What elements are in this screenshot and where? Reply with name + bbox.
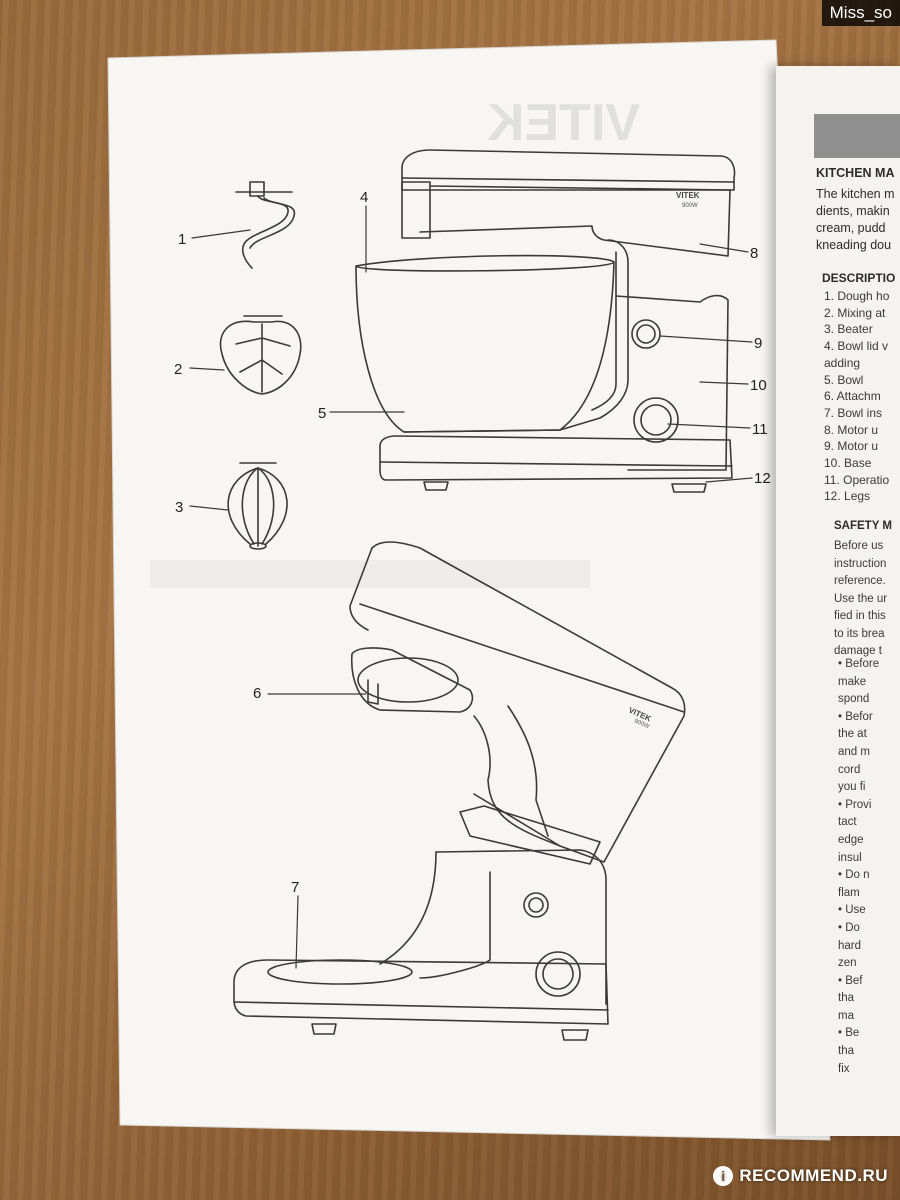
recommend-logo-icon: i	[713, 1166, 734, 1186]
list-item: 4. Bowl lid v	[824, 339, 889, 354]
safety-intro: Before us instruction reference. Use the…	[834, 538, 887, 661]
callout-8: 8	[750, 245, 758, 262]
bullet-line: hard	[838, 939, 862, 952]
intro-line: The kitchen m	[816, 187, 895, 201]
list-item: 3. Beater	[824, 322, 873, 337]
bullet-line: • Before	[838, 658, 880, 670]
bullet-line: ma	[838, 1009, 854, 1022]
list-item: adding	[824, 355, 861, 370]
callout-5: 5	[318, 405, 326, 422]
bullet-line: • Provi	[838, 798, 872, 811]
list-item: 7. Bowl ins	[824, 405, 883, 420]
list-item: 6. Attachm	[824, 389, 881, 404]
tilted-mixer-drawing	[233, 541, 686, 1041]
bullet-line: • Befor	[838, 710, 873, 723]
bullet-line: flam	[838, 886, 860, 899]
list-item: 2. Mixing at	[824, 305, 886, 320]
bullet-line: edge	[838, 833, 864, 846]
list-item: 10. Base	[824, 456, 872, 471]
callout-1: 1	[178, 231, 186, 248]
dough-hook-drawing	[235, 181, 296, 269]
callout-7: 7	[291, 879, 299, 896]
bullet-line: • Bef	[838, 974, 863, 987]
power-label-top: 900W	[682, 203, 698, 209]
bullet-line: • Be	[838, 1027, 860, 1040]
intro-paragraph: The kitchen m dients, makin cream, pudd …	[816, 186, 895, 254]
callout-4: 4	[360, 189, 368, 206]
safety-title: SAFETY M	[834, 520, 892, 532]
bullet-line: • Do n	[838, 869, 870, 882]
safety-bullets: • Before make spond • Befor the at and m…	[838, 656, 879, 1078]
parts-list: 1. Dough ho 2. Mixing at 3. Beater 4. Bo…	[824, 288, 889, 505]
callout-3: 3	[175, 499, 183, 516]
left-page-paper	[107, 39, 831, 1141]
manual-right-page: KITCHEN MA The kitchen m dients, makin c…	[776, 66, 900, 1136]
whisk-drawing	[227, 462, 288, 550]
callout-12: 12	[754, 470, 771, 487]
bullet-line: fix	[838, 1062, 850, 1075]
bullet-line: • Use	[838, 904, 866, 917]
callout-10: 10	[750, 377, 767, 394]
ghost-header-text: VITEK	[486, 94, 640, 152]
list-item: 9. Motor u	[824, 439, 879, 454]
bullet-line: and m	[838, 745, 870, 758]
intro-line: kneading dou	[816, 238, 892, 252]
list-item: 1. Dough ho	[824, 289, 890, 303]
power-label-bottom: 900W	[633, 718, 650, 730]
safety-line: reference.	[834, 575, 886, 587]
intro-line: dients, makin	[816, 204, 890, 218]
bullet-line: spond	[838, 693, 870, 706]
bullet-line: cord	[838, 763, 861, 776]
bullet-line: tha	[838, 992, 854, 1005]
safety-line: damage t	[834, 645, 882, 657]
bullet-line: insul	[838, 851, 862, 864]
bullet-line: tact	[838, 816, 857, 829]
safety-line: instruction	[834, 557, 887, 570]
safety-line: Before us	[834, 540, 884, 552]
safety-line: fied in this	[834, 610, 886, 622]
intro-line: cream, pudd	[816, 221, 886, 235]
list-item: 5. Bowl	[824, 372, 864, 387]
safety-line: Use the ur	[834, 592, 888, 605]
bullet-line: you fi	[838, 781, 866, 794]
brand-label-bottom: VITEK	[627, 706, 652, 724]
list-item: 8. Motor u	[824, 422, 879, 437]
bullet-line: make	[838, 675, 867, 688]
ghost-bar	[150, 560, 590, 588]
bullet-line: tha	[838, 1045, 854, 1058]
username-watermark: Miss_so	[821, 0, 900, 26]
callout-2: 2	[174, 361, 182, 378]
callout-9: 9	[754, 335, 762, 352]
callout-6: 6	[253, 685, 261, 702]
section-title: KITCHEN MA	[816, 166, 895, 180]
callout-11: 11	[752, 421, 768, 438]
description-title: DESCRIPTIO	[822, 271, 896, 285]
site-name: RECOMMEND.RU	[739, 1166, 888, 1185]
bullet-line: zen	[838, 957, 857, 970]
site-logo-watermark: i RECOMMEND.RU	[713, 1166, 888, 1186]
callout-leader-lines	[189, 205, 753, 969]
list-item: 12. Legs	[824, 489, 871, 504]
brand-label-top: VITEK	[676, 191, 700, 200]
assembled-mixer-drawing	[355, 149, 736, 493]
bullet-line: the at	[838, 728, 867, 741]
list-item: 11. Operatio	[824, 472, 890, 487]
safety-line: to its brea	[834, 627, 885, 640]
mixing-attachment-drawing	[219, 315, 302, 395]
header-band	[814, 114, 900, 158]
bullet-line: • Do	[838, 921, 860, 934]
